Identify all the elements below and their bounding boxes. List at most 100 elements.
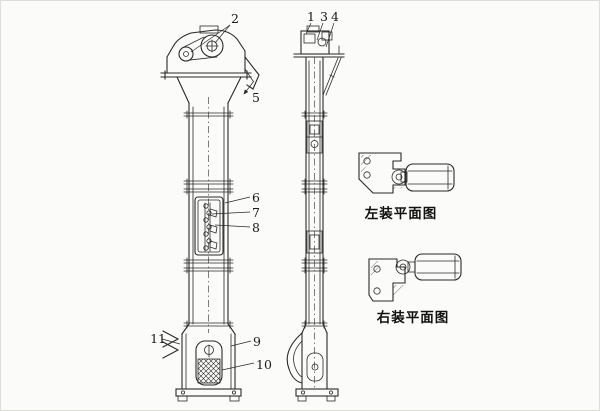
anchor-bolt: [300, 390, 305, 395]
bolt-hole: [373, 287, 381, 295]
mesh-area: [197, 358, 221, 384]
callout-2: 2: [231, 11, 239, 26]
motor-fins: [416, 255, 460, 279]
mount-bracket: [368, 258, 406, 302]
motor-body: [414, 253, 462, 281]
inspection-door: [194, 196, 224, 256]
upper-taper: [176, 76, 242, 104]
leader-lines: [161, 22, 335, 371]
anchor-bolt: [231, 390, 236, 395]
callout-labels: 2 5 6 7 8 9 10 11 1 3 4: [150, 9, 339, 372]
callout-7: 7: [252, 205, 260, 220]
section-hatch: [393, 187, 404, 192]
leader-7: [211, 211, 251, 215]
flange-joint: [301, 320, 328, 329]
leader-8: [214, 224, 251, 228]
drive-head: [293, 25, 345, 96]
anchor-bolt: [180, 390, 185, 395]
support-brace: [322, 57, 342, 96]
side-view: [286, 25, 345, 402]
mid-access-port: [306, 230, 323, 254]
flange-joints-side: [301, 110, 328, 329]
callout-5: 5: [252, 90, 260, 105]
leader-2a: [214, 24, 231, 44]
leader-1: [305, 22, 312, 35]
callout-6: 6: [252, 190, 260, 205]
bucket: [209, 240, 218, 250]
callout-9: 9: [253, 334, 261, 349]
discharge-curve-inner: [293, 340, 303, 378]
bolt-hole: [373, 265, 381, 273]
head-discharge-spout: [244, 56, 260, 90]
side-boot: [286, 323, 339, 402]
flange-joint: [183, 265, 234, 274]
coupling: [407, 261, 416, 273]
callout-3: 3: [320, 9, 328, 24]
boot-screen: [195, 340, 223, 386]
flange-joint: [301, 178, 328, 187]
head-pulley-bearing: [200, 34, 224, 58]
motor-body: [405, 163, 455, 192]
boot-wheel: [306, 352, 324, 382]
boot-section: [175, 323, 242, 402]
plan-captions: 左装平面图 右装平面图: [364, 205, 450, 326]
head-base-flange: [160, 70, 252, 80]
head-housing: [166, 29, 246, 74]
anchor-bolt: [328, 390, 333, 395]
bucket-chain: [203, 202, 218, 252]
gearbox: [321, 31, 333, 41]
leader-6: [224, 196, 251, 204]
motor-fins: [407, 165, 453, 190]
callout-10: 10: [256, 357, 272, 372]
leader-9: [230, 340, 252, 347]
head-cap: [306, 25, 320, 33]
leader-3: [316, 22, 324, 41]
feed-chute: [162, 330, 180, 359]
gear-housing: [395, 259, 411, 275]
callout-8: 8: [252, 220, 260, 235]
side-casing: [305, 56, 324, 389]
coupling: [400, 171, 408, 183]
front-view: [160, 25, 260, 402]
bucket: [209, 208, 218, 218]
caption-right-plan: 右装平面图: [377, 309, 450, 326]
mount-bracket: [358, 152, 406, 194]
flange-joint: [183, 257, 234, 266]
head-section: [160, 25, 252, 80]
foot: [177, 395, 188, 402]
flange-joint: [183, 186, 234, 195]
head-drive-wheel: [178, 46, 194, 62]
left-plan-view: [358, 152, 455, 194]
leader-2b: [190, 24, 231, 53]
section-hatch: [371, 261, 382, 281]
service-platform: [293, 53, 345, 58]
foot: [326, 395, 336, 402]
flange-joint: [183, 178, 234, 187]
foot: [229, 395, 240, 402]
leader-11: [161, 338, 181, 345]
callout-1: 1: [307, 9, 315, 24]
base-plate: [295, 388, 339, 397]
leader-4: [325, 22, 335, 48]
flange-joint: [301, 257, 328, 266]
flange-joint: [301, 110, 328, 119]
head-cap: [199, 25, 219, 34]
flange-joints-front: [183, 110, 234, 329]
foot: [297, 395, 307, 402]
caption-left-plan: 左装平面图: [364, 205, 438, 222]
upper-access-port: [306, 120, 323, 154]
leader-10: [221, 362, 255, 371]
leader-5-arrow: [243, 80, 255, 95]
drive-belt: [181, 36, 218, 61]
motor-body: [303, 33, 316, 44]
bucket: [209, 224, 218, 234]
callout-4: 4: [331, 9, 339, 24]
discharge-curve: [286, 332, 303, 384]
flange-joint: [301, 186, 328, 195]
base-plate: [175, 388, 242, 397]
flange-joint: [183, 110, 234, 119]
section-hatch: [393, 285, 404, 297]
flange-joint: [301, 265, 328, 274]
